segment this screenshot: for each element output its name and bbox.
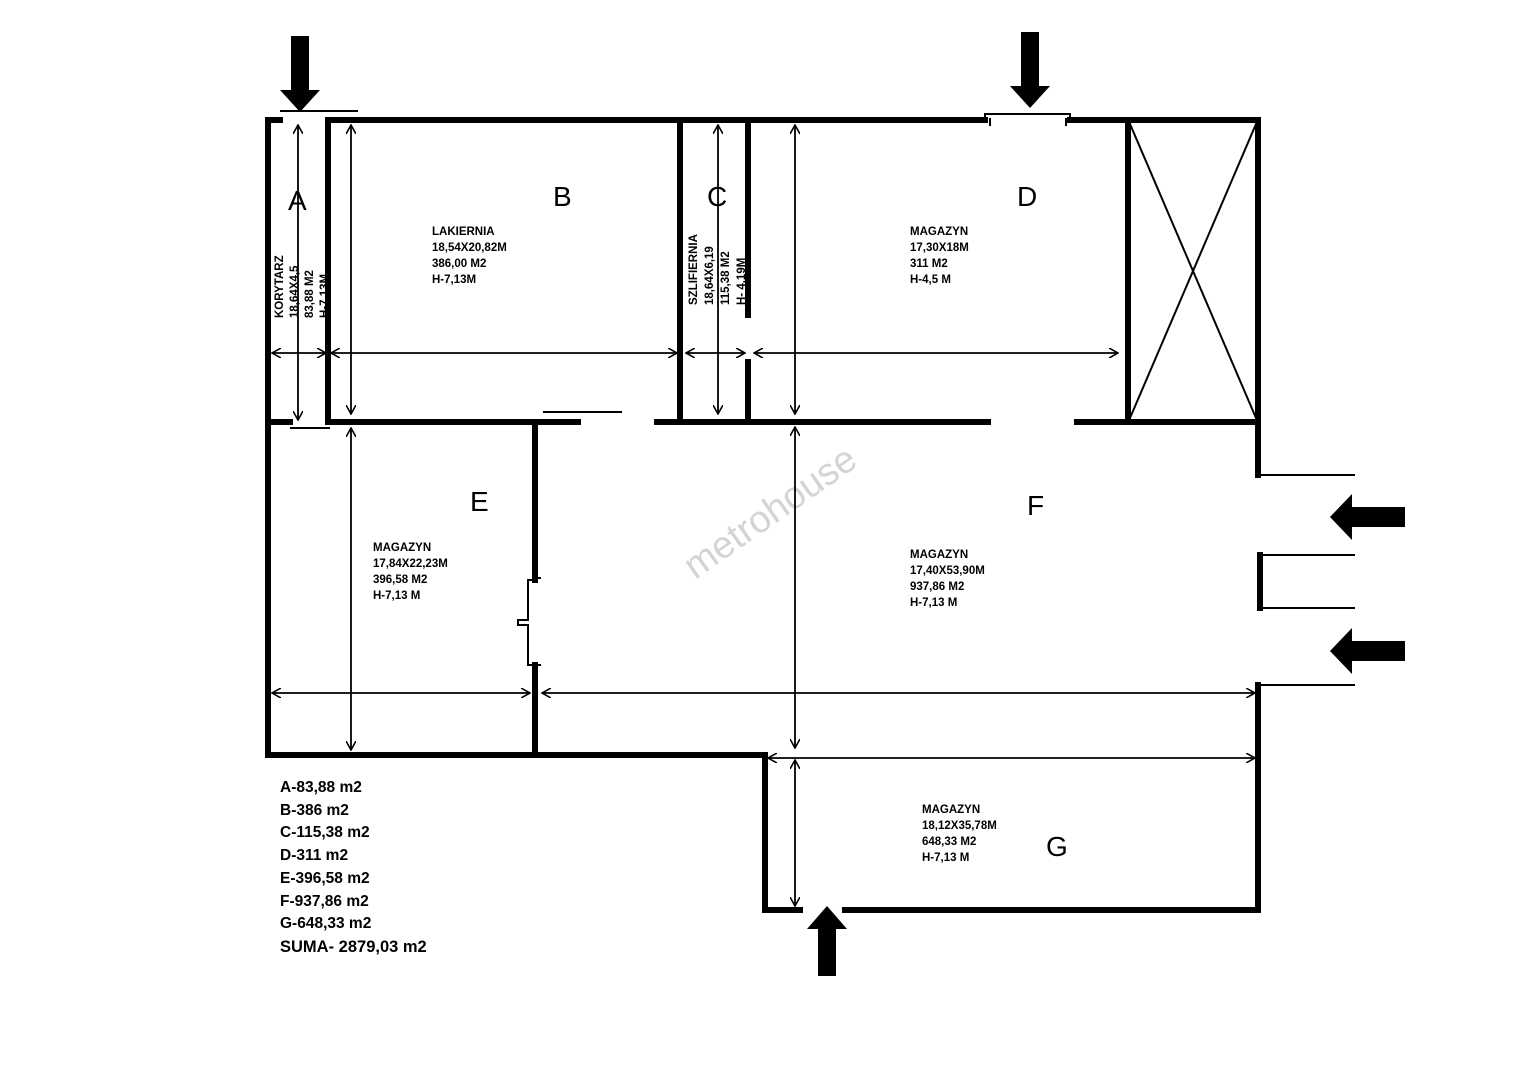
entrance-arrow-right-top-icon <box>1330 494 1405 540</box>
svg-text:H- 4,19M: H- 4,19M <box>736 258 748 305</box>
summary-item: A-83,88 m2 <box>280 779 362 796</box>
svg-text:H-4,5 M: H-4,5 M <box>910 274 951 286</box>
room-letter-g: G <box>1046 831 1068 862</box>
svg-text:115,38 M2: 115,38 M2 <box>720 251 732 305</box>
walls <box>265 117 1355 913</box>
svg-text:18,54X20,82M: 18,54X20,82M <box>432 242 507 254</box>
room-info-c: SZLIFIERNIA 18,64X6,19 115,38 M2 H- 4,19… <box>688 234 748 305</box>
svg-text:386,00 M2: 386,00 M2 <box>432 258 486 270</box>
door-details <box>280 110 1071 666</box>
svg-text:H-7,13 M: H-7,13 M <box>910 597 957 609</box>
svg-text:311 M2: 311 M2 <box>910 258 948 270</box>
entrance-arrow-d-icon <box>1010 32 1050 108</box>
room-letters: A B C D E F G <box>288 181 1068 862</box>
svg-text:LAKIERNIA: LAKIERNIA <box>432 226 495 238</box>
svg-text:MAGAZYN: MAGAZYN <box>922 804 980 816</box>
entrance-arrow-right-bottom-icon <box>1330 628 1405 674</box>
summary-item: D-311 m2 <box>280 847 349 865</box>
svg-text:396,58 M2: 396,58 M2 <box>373 574 427 586</box>
svg-text:MAGAZYN: MAGAZYN <box>910 549 968 561</box>
room-info-g: MAGAZYN 18,12X35,78M 648,33 M2 H-7,13 M <box>922 804 997 864</box>
svg-text:18,64X4,5: 18,64X4,5 <box>289 265 301 318</box>
room-letter-f: F <box>1027 490 1044 521</box>
storage-box <box>1127 121 1259 421</box>
room-info-e: MAGAZYN 17,84X22,23M 396,58 M2 H-7,13 M <box>373 542 448 602</box>
summary-total: SUMA- 2879,03 m2 <box>280 937 427 956</box>
svg-text:KORYTARZ: KORYTARZ <box>274 255 286 318</box>
entrance-arrows <box>280 32 1405 976</box>
room-letter-a: A <box>288 185 307 216</box>
room-letter-d: D <box>1017 181 1037 212</box>
svg-text:MAGAZYN: MAGAZYN <box>373 542 431 554</box>
area-summary: A-83,88 m2 B-386 m2 C-115,38 m2 D-311 m2… <box>280 777 427 959</box>
svg-text:H-7,13M: H-7,13M <box>432 274 476 286</box>
dimension-lines <box>272 125 1255 906</box>
entrance-arrow-a-icon <box>280 36 320 112</box>
svg-text:17,84X22,23M: 17,84X22,23M <box>373 558 448 570</box>
summary-item: B-386 m2 <box>280 801 349 819</box>
svg-text:17,30X18M: 17,30X18M <box>910 242 969 254</box>
svg-text:18,64X6,19: 18,64X6,19 <box>704 246 716 305</box>
svg-text:17,40X53,90M: 17,40X53,90M <box>910 565 985 577</box>
svg-text:H-7,13M: H-7,13M <box>319 274 331 318</box>
room-letter-e: E <box>470 486 489 517</box>
svg-text:H-7,13 M: H-7,13 M <box>373 590 420 602</box>
summary-item: C-115,38 m2 <box>280 824 370 842</box>
entrance-arrow-g-icon <box>807 906 847 976</box>
room-info-a: KORYTARZ 18,64X4,5 83,88 M2 H-7,13M <box>274 255 331 318</box>
svg-text:648,33 M2: 648,33 M2 <box>922 836 976 848</box>
summary-item: F-937,86 m2 <box>280 892 369 910</box>
room-info-b: LAKIERNIA 18,54X20,82M 386,00 M2 H-7,13M <box>432 226 507 286</box>
svg-text:MAGAZYN: MAGAZYN <box>910 226 968 238</box>
watermark: metrohouse <box>676 438 864 588</box>
svg-text:H-7,13 M: H-7,13 M <box>922 852 969 864</box>
svg-text:937,86 M2: 937,86 M2 <box>910 581 964 593</box>
room-info-f: MAGAZYN 17,40X53,90M 937,86 M2 H-7,13 M <box>910 549 985 609</box>
svg-text:83,88 M2: 83,88 M2 <box>304 270 316 318</box>
room-info-d: MAGAZYN 17,30X18M 311 M2 H-4,5 M <box>910 226 969 286</box>
svg-text:SZLIFIERNIA: SZLIFIERNIA <box>688 234 700 305</box>
room-letter-c: C <box>707 181 727 212</box>
room-letter-b: B <box>553 181 572 212</box>
svg-text:18,12X35,78M: 18,12X35,78M <box>922 820 997 832</box>
summary-item: E-396,58 m2 <box>280 869 370 887</box>
summary-item: G-648,33 m2 <box>280 915 372 933</box>
